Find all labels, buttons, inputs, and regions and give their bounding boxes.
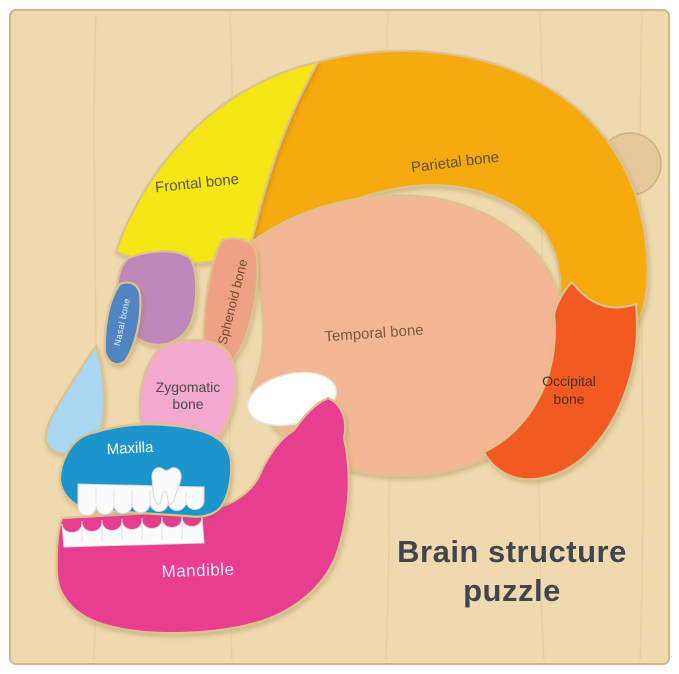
- product-title-line2: puzzle: [463, 573, 561, 608]
- sphenoid-bone-piece: [202, 237, 259, 367]
- zygomatic-bone-label-line2: bone: [172, 396, 203, 412]
- zygomatic-bone-label-line1: Zygomatic: [156, 379, 221, 395]
- occipital-bone-label-line1: Occipital: [542, 373, 596, 389]
- molar-tooth-icon: [151, 467, 182, 505]
- nasal-bone-piece: [103, 281, 142, 366]
- product-title-line1: Brain structure: [397, 534, 627, 569]
- maxilla-label: Maxilla: [106, 439, 154, 458]
- occipital-bone-piece: [482, 280, 639, 481]
- lower-teeth: [61, 516, 205, 548]
- occipital-bone-label-line2: bone: [553, 391, 584, 407]
- temporal-bone-label: Temporal bone: [324, 322, 424, 346]
- nose-piece: [44, 344, 106, 455]
- mandible-label: Mandible: [161, 560, 235, 582]
